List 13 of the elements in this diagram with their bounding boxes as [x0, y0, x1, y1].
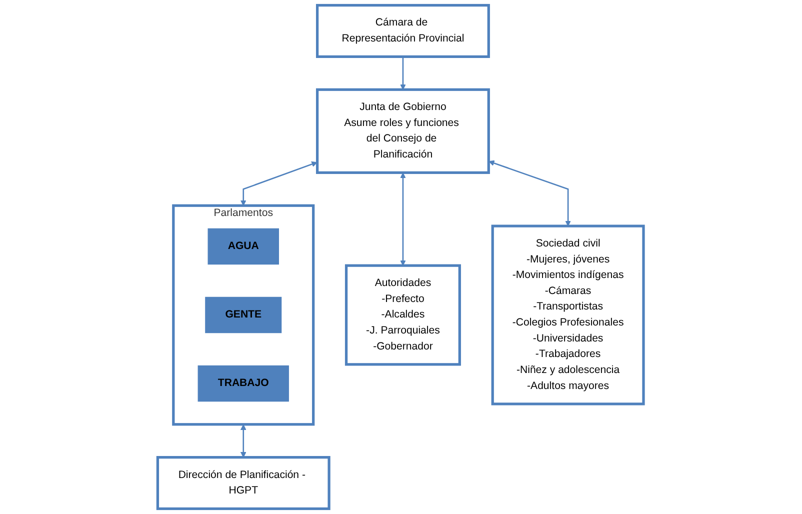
- arrow: [240, 161, 318, 206]
- arrow: [400, 172, 406, 266]
- arrow: [400, 56, 406, 90]
- arrow: [489, 160, 572, 226]
- node-box: TRABAJO: [198, 365, 290, 402]
- node-box: Autoridades -Prefecto -Alcaldes -J. Parroquiales -Gobernador: [345, 264, 462, 366]
- arrow: [240, 424, 247, 458]
- node-box: AGUA: [208, 228, 280, 265]
- node-box: Dirección de Planificación - HGPT: [156, 456, 331, 510]
- node-box: Sociedad civil -Mujeres, jóvenes -Movimientos indígenas -Cámaras -Transportistas -Colegios Profesionales -Universidades -Trabajadores -Niñez y adolescencia -Adultos mayores: [492, 224, 646, 406]
- node-box: Cámara de Representación Provincial: [316, 4, 490, 58]
- node-box: GENTE: [206, 296, 282, 334]
- node-box: Junta de Gobierno Asume roles y funciones del Consejo de Planificación: [316, 88, 490, 174]
